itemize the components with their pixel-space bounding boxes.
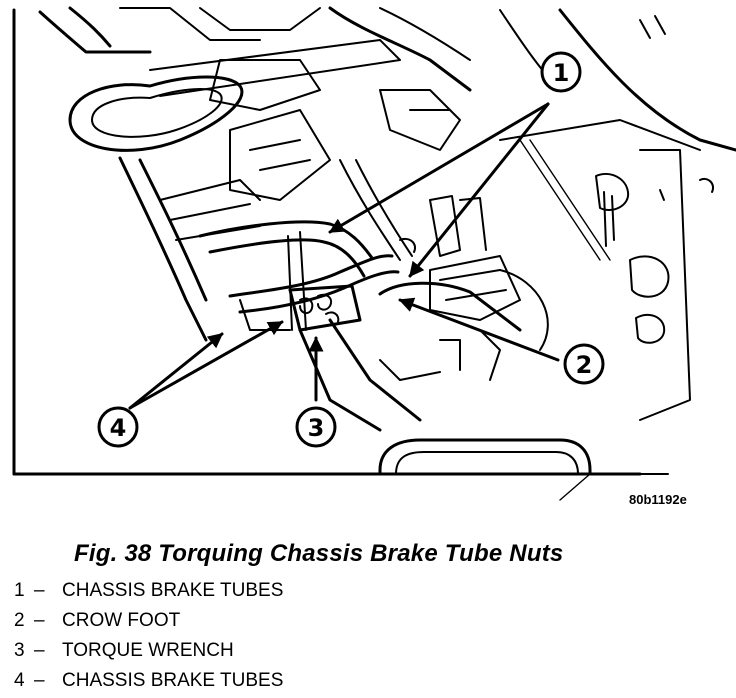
brake-tube-illustration: 1 2 3 4 80b1192e <box>12 6 736 507</box>
legend-item: 2–CROW FOOT <box>14 608 283 638</box>
legend-label: CHASSIS BRAKE TUBES <box>62 670 284 691</box>
legend-separator: – <box>34 640 45 661</box>
legend-number: 1 <box>14 580 25 601</box>
legend-label: CROW FOOT <box>62 610 181 631</box>
callout-arrows <box>128 102 560 410</box>
svg-text:2: 2 <box>576 351 593 379</box>
callout-3: 3 <box>295 406 337 448</box>
legend-number: 4 <box>14 670 25 691</box>
svg-text:3: 3 <box>308 414 325 442</box>
callout-2: 2 <box>563 343 605 385</box>
callout-4: 4 <box>97 406 139 448</box>
lower-housing <box>378 438 592 501</box>
legend: 1–CHASSIS BRAKE TUBES 2–CROW FOOT 3–TORQ… <box>14 578 283 698</box>
legend-number: 3 <box>14 640 25 661</box>
background-machinery <box>38 6 736 421</box>
brake-tube-loop <box>68 75 261 342</box>
legend-label: CHASSIS BRAKE TUBES <box>62 580 284 601</box>
legend-number: 2 <box>14 610 25 631</box>
callout-1: 1 <box>540 51 582 93</box>
svg-text:1: 1 <box>553 59 570 87</box>
legend-item: 4–CHASSIS BRAKE TUBES <box>14 668 283 698</box>
legend-separator: – <box>34 610 45 631</box>
legend-item: 1–CHASSIS BRAKE TUBES <box>14 578 283 608</box>
legend-separator: – <box>34 670 45 691</box>
legend-separator: – <box>34 580 45 601</box>
legend-item: 3–TORQUE WRENCH <box>14 638 283 668</box>
frame-lines <box>12 8 669 476</box>
brake-tube-bundle <box>198 159 549 432</box>
legend-label: TORQUE WRENCH <box>62 640 234 661</box>
figure-code: 80b1192e <box>629 492 687 507</box>
svg-text:4: 4 <box>110 414 127 442</box>
figure-caption: Fig. 38 Torquing Chassis Brake Tube Nuts <box>74 540 564 567</box>
